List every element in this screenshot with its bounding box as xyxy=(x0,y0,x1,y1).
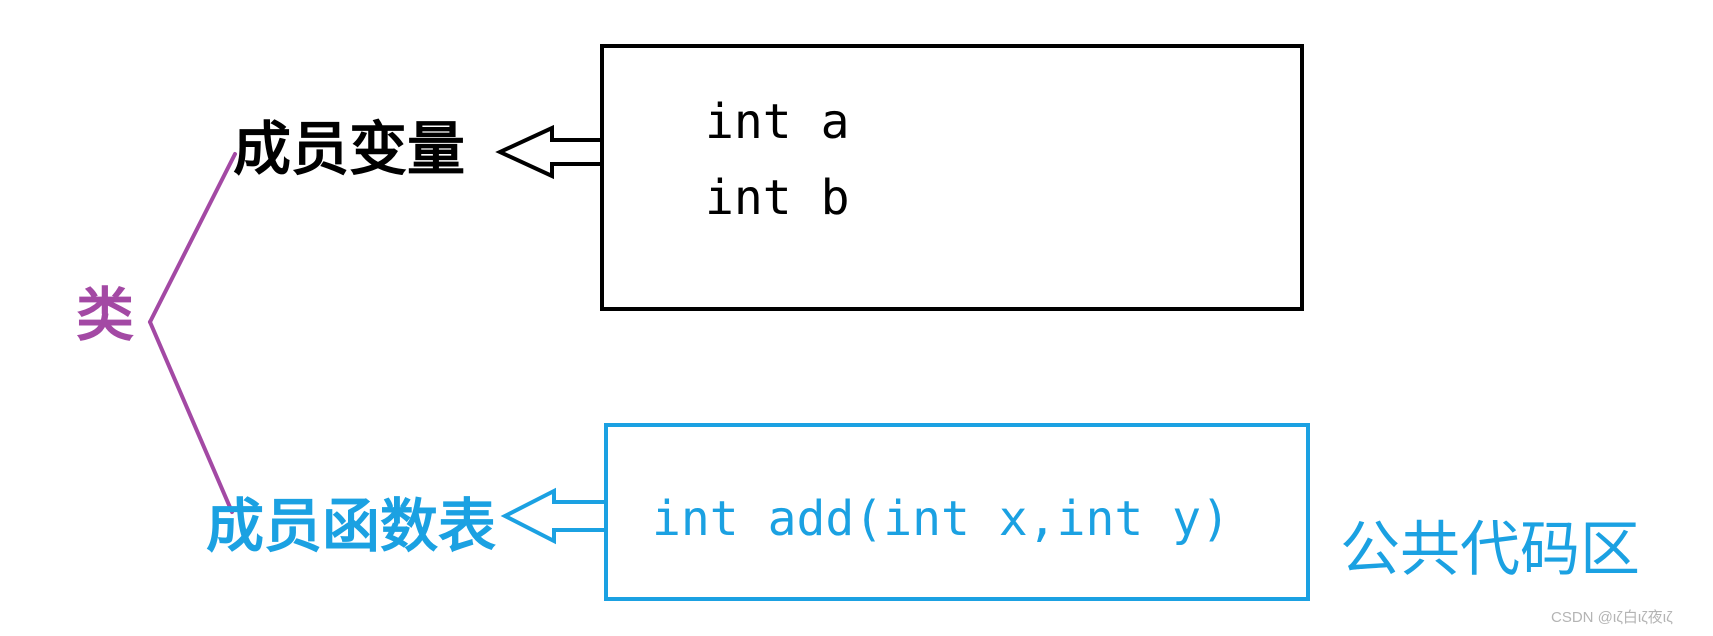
brace-lower-line xyxy=(148,320,234,514)
class-label: 类 xyxy=(76,281,135,349)
brace-upper-line xyxy=(148,152,237,324)
watermark: CSDN @ιζ白ιζ夜ιζ xyxy=(1551,609,1673,626)
public-code-area-label: 公共代码区 xyxy=(1340,515,1640,585)
member-variables-box xyxy=(600,44,1304,311)
member-variables-arrow xyxy=(495,124,604,180)
member-functions-label: 成员函数表 xyxy=(206,492,497,560)
member-variable-line: int a xyxy=(705,94,850,150)
member-variables-label: 成员变量 xyxy=(233,115,466,183)
member-function-line: int add(int x,int y) xyxy=(652,491,1230,547)
member-variable-line: int b xyxy=(705,170,850,226)
member-functions-arrow xyxy=(500,487,608,545)
